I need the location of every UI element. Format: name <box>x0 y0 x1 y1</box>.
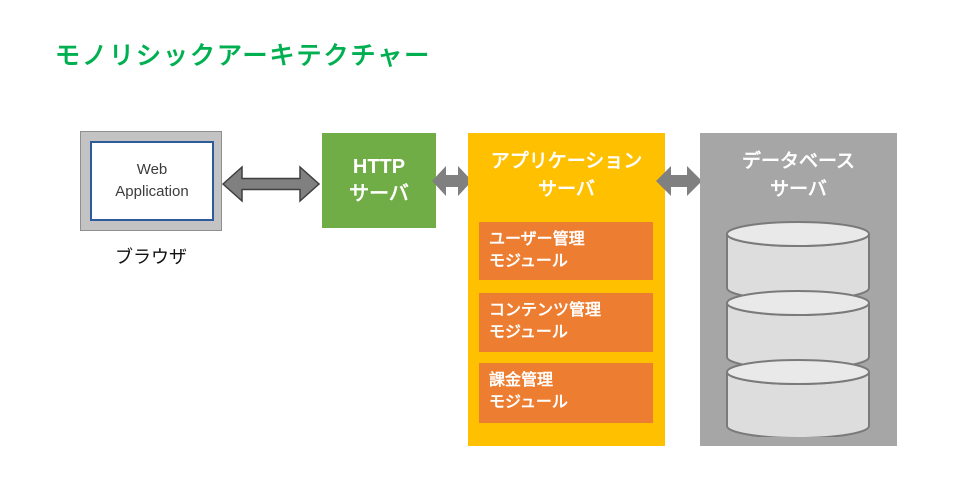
module-billing-management: 課金管理 モジュール <box>479 363 653 423</box>
browser-caption: ブラウザ <box>115 247 187 267</box>
db-server-title: データベース サーバ <box>741 151 856 200</box>
module-user-management-label: ユーザー管理 モジュール <box>489 231 585 271</box>
module-content-management-label: コンテンツ管理 モジュール <box>489 302 602 342</box>
double-arrow-http-app-icon <box>432 166 472 196</box>
module-user-management: ユーザー管理 モジュール <box>479 222 653 280</box>
db-server-box: データベース サーバ <box>700 133 897 446</box>
browser-box: Web Application <box>80 131 222 231</box>
http-server-box: HTTP サーバ <box>322 133 436 228</box>
diagram-title: モノリシックアーキテクチャー <box>55 42 432 70</box>
browser-screen: Web Application <box>90 141 214 221</box>
module-content-management: コンテンツ管理 モジュール <box>479 293 653 352</box>
app-server-box: アプリケーション サーバ ユーザー管理 モジュール コンテンツ管理 モジュール … <box>468 133 665 446</box>
web-application-label: Web Application <box>115 161 189 200</box>
database-cylinder-icon <box>726 221 870 437</box>
http-server-label: HTTP サーバ <box>349 155 409 205</box>
app-server-title: アプリケーション サーバ <box>490 151 643 200</box>
double-arrow-app-db-icon <box>656 166 702 196</box>
double-arrow-browser-http-icon <box>222 165 320 203</box>
module-billing-management-label: 課金管理 モジュール <box>489 372 568 412</box>
